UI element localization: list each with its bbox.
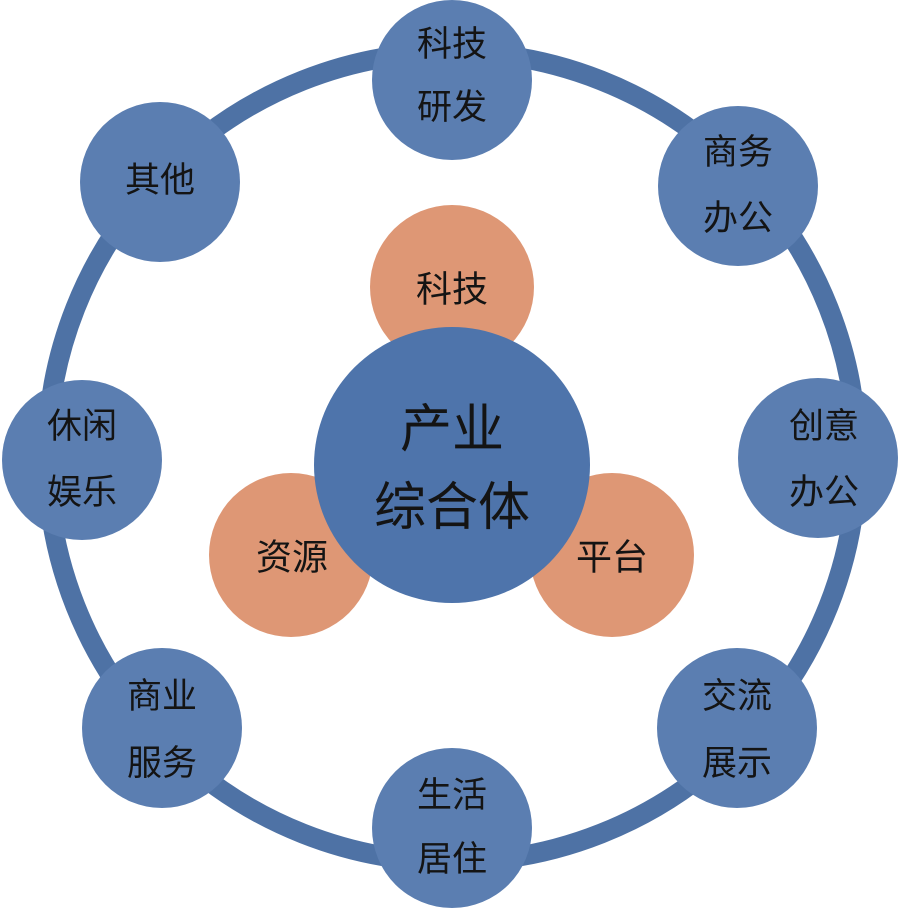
outer-node-label: 其他: [125, 161, 195, 201]
outer-node-label-line2: 服务: [127, 744, 197, 784]
outer-node-label-line1: 创意: [789, 407, 859, 447]
outer-node-other: 其他: [80, 102, 240, 262]
outer-node-circle: [2, 380, 162, 540]
outer-node-label-line1: 商务: [703, 133, 773, 173]
outer-node-label-line2: 居住: [417, 840, 487, 880]
outer-node-living-residence: 生活 居住: [372, 748, 532, 908]
outer-node-business-office: 商务 办公: [658, 106, 818, 266]
inner-node-label: 资源: [256, 538, 328, 579]
inner-node-label: 平台: [576, 538, 648, 579]
outer-node-leisure-entertainment: 休闲 娱乐: [2, 380, 162, 540]
outer-node-label-line1: 休闲: [47, 407, 117, 447]
outer-node-commercial-service: 商业 服务: [82, 648, 242, 808]
outer-node-label-line2: 研发: [417, 88, 487, 128]
outer-node-label-line1: 生活: [417, 776, 487, 816]
outer-node-circle: [82, 648, 242, 808]
outer-node-label-line1: 商业: [127, 677, 197, 717]
outer-node-circle: [658, 106, 818, 266]
outer-node-circle: [372, 748, 532, 908]
outer-node-label-line2: 展示: [702, 744, 772, 784]
inner-node-label: 科技: [416, 270, 488, 311]
outer-node-label-line2: 办公: [703, 199, 773, 239]
core-node: 产业 综合体: [314, 327, 590, 603]
outer-node-exchange-exhibition: 交流 展示: [657, 648, 817, 808]
outer-node-label-line1: 科技: [417, 25, 487, 65]
core-node-circle: [314, 327, 590, 603]
outer-node-creative-office: 创意 办公: [738, 378, 898, 538]
core-node-label-line1: 产业: [400, 400, 504, 460]
inner-node-circle: [370, 205, 534, 369]
outer-node-circle: [657, 648, 817, 808]
outer-node-label-line2: 娱乐: [47, 473, 117, 513]
outer-node-circle: [738, 378, 898, 538]
inner-node-tech: 科技: [370, 205, 534, 369]
outer-node-tech-rd: 科技 研发: [372, 0, 532, 160]
outer-node-label-line2: 办公: [789, 473, 859, 513]
outer-node-label-line1: 交流: [702, 677, 772, 717]
core-node-label-line2: 综合体: [374, 478, 530, 538]
outer-node-circle: [80, 102, 240, 262]
outer-node-circle: [372, 0, 532, 160]
